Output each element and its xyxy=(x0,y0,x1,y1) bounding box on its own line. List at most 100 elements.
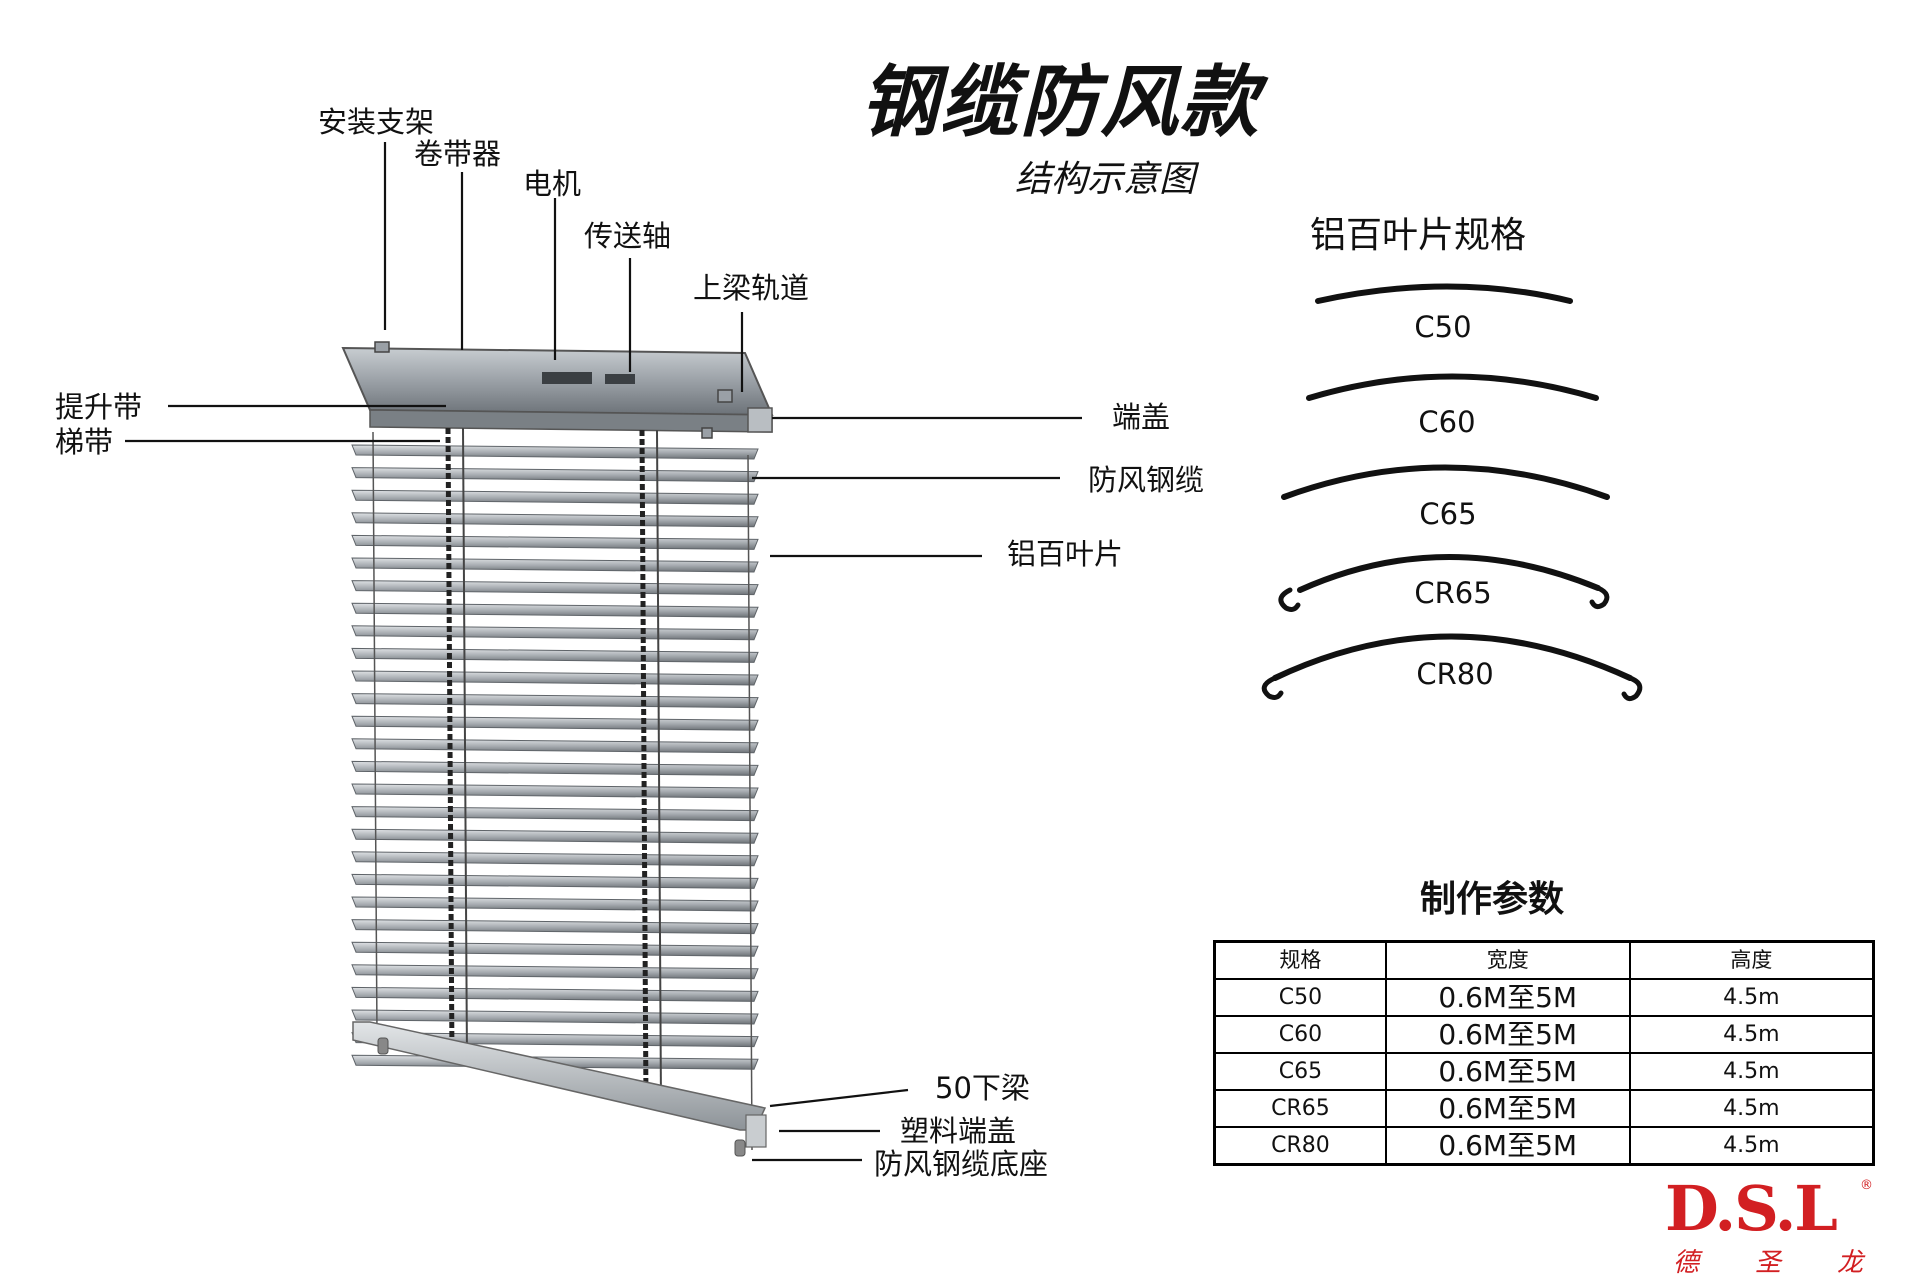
profile-label-cr65: CR65 xyxy=(1414,576,1492,610)
logo-char: 圣 xyxy=(1754,1248,1781,1278)
table-row: C60 0.6M至5M 4.5m xyxy=(1213,1015,1875,1054)
slat xyxy=(351,625,759,641)
label-install-bracket: 安装支架 xyxy=(318,105,435,139)
logo-text: D.S.L xyxy=(1665,1172,1838,1245)
cell-height: 4.5m xyxy=(1628,978,1875,1017)
cable-base-right xyxy=(734,1139,746,1157)
table-row: C65 0.6M至5M 4.5m xyxy=(1213,1052,1875,1091)
motor-slot xyxy=(542,372,592,384)
profile-c60-curve xyxy=(1306,373,1599,401)
slat xyxy=(351,1009,759,1025)
slat xyxy=(351,783,759,799)
cell-width: 0.6M至5M xyxy=(1384,1089,1631,1128)
page-title: 钢缆防风款 xyxy=(860,58,1261,148)
slat xyxy=(351,986,759,1002)
table-row: CR80 0.6M至5M 4.5m xyxy=(1213,1126,1875,1166)
bracket-left xyxy=(374,341,390,353)
label-cable-base: 防风钢缆底座 xyxy=(874,1147,1049,1181)
cell-height: 4.5m xyxy=(1628,1089,1875,1128)
leader-lines xyxy=(125,142,1082,1162)
end-cap xyxy=(747,407,773,433)
cell-width: 0.6M至5M xyxy=(1384,1052,1631,1091)
profile-c50-curve xyxy=(1315,283,1573,304)
slat xyxy=(351,670,759,686)
logo-chinese: 德 圣 龙 xyxy=(1673,1242,1863,1279)
cell-spec: C65 xyxy=(1213,1052,1387,1091)
slat xyxy=(351,738,759,754)
label-bottom-rail-50: 50下梁 xyxy=(935,1071,1030,1105)
slat xyxy=(351,647,759,663)
slat-stack xyxy=(351,444,759,1070)
slat xyxy=(351,444,759,460)
logo-char: 德 xyxy=(1673,1248,1700,1278)
cell-width: 0.6M至5M xyxy=(1384,978,1631,1017)
label-drive-shaft: 传送轴 xyxy=(584,219,672,253)
top-rail xyxy=(341,341,774,439)
page-subtitle: 结构示意图 xyxy=(1015,159,1196,200)
slat xyxy=(351,512,759,528)
cell-width: 0.6M至5M xyxy=(1384,1015,1631,1054)
slat xyxy=(351,851,759,867)
slat xyxy=(351,557,759,573)
slat xyxy=(351,602,759,618)
slat xyxy=(351,828,759,844)
label-motor: 电机 xyxy=(523,167,582,201)
profile-cr80-curve xyxy=(1272,633,1633,681)
cell-height: 4.5m xyxy=(1628,1126,1875,1166)
slat xyxy=(351,467,759,483)
profile-label-c65: C65 xyxy=(1419,497,1477,531)
profile-label-c50: C50 xyxy=(1414,310,1472,344)
label-end-cap: 端盖 xyxy=(1112,400,1171,434)
cell-width: 0.6M至5M xyxy=(1384,1126,1631,1166)
label-ladder-tape: 梯带 xyxy=(55,425,114,459)
params-title: 制作参数 xyxy=(1420,879,1565,920)
ladder-tapes xyxy=(445,427,662,1106)
slat-spec-title: 铝百叶片规格 xyxy=(1310,215,1527,256)
profile-c65-curve xyxy=(1281,464,1610,500)
plastic-end-cap xyxy=(745,1114,767,1148)
slat-profiles xyxy=(1261,283,1643,702)
slat xyxy=(351,806,759,822)
label-aluminum-slat: 铝百叶片 xyxy=(1007,537,1124,571)
table-row: CR65 0.6M至5M 4.5m xyxy=(1213,1089,1875,1128)
label-tape-winder: 卷带器 xyxy=(414,137,502,171)
bottom-rail xyxy=(352,1021,767,1157)
params-table: 规格 宽度 高度 C50 0.6M至5M 4.5m C60 0.6M至5M 4.… xyxy=(1213,940,1875,1166)
cell-spec: C60 xyxy=(1213,1015,1387,1054)
label-lift-tape: 提升带 xyxy=(55,390,143,424)
label-plastic-end-cap: 塑料端盖 xyxy=(900,1114,1017,1148)
cell-height: 4.5m xyxy=(1628,1052,1875,1091)
slat xyxy=(351,580,759,596)
label-top-rail-track: 上梁轨道 xyxy=(693,271,810,305)
slat xyxy=(351,534,759,550)
bracket-right xyxy=(717,389,733,403)
slat xyxy=(351,489,759,505)
slat xyxy=(351,896,759,912)
cell-spec: C50 xyxy=(1213,978,1387,1017)
slat xyxy=(351,941,759,957)
logo-char: 龙 xyxy=(1836,1248,1863,1278)
brand-logo: D.S.L ® 德 圣 龙 xyxy=(1665,1172,1873,1279)
profile-label-cr80: CR80 xyxy=(1416,657,1494,691)
slat xyxy=(351,760,759,776)
registered-mark: ® xyxy=(1860,1178,1873,1193)
label-windproof-cable: 防风钢缆 xyxy=(1088,463,1205,497)
cell-height: 4.5m xyxy=(1628,1015,1875,1054)
slat xyxy=(351,873,759,889)
slat xyxy=(351,693,759,709)
cable-base-left xyxy=(377,1037,389,1055)
windproof-cables xyxy=(372,431,753,1151)
header-width: 宽度 xyxy=(1384,940,1631,980)
profile-cr65-curve xyxy=(1297,554,1601,593)
slat xyxy=(351,919,759,935)
header-height: 高度 xyxy=(1628,940,1875,980)
table-header-row: 规格 宽度 高度 xyxy=(1213,940,1875,980)
profile-label-c60: C60 xyxy=(1418,405,1476,439)
header-spec: 规格 xyxy=(1213,940,1387,980)
cell-spec: CR80 xyxy=(1213,1126,1387,1166)
cell-spec: CR65 xyxy=(1213,1089,1387,1128)
table-row: C50 0.6M至5M 4.5m xyxy=(1213,978,1875,1017)
slat xyxy=(351,715,759,731)
slat xyxy=(351,964,759,980)
